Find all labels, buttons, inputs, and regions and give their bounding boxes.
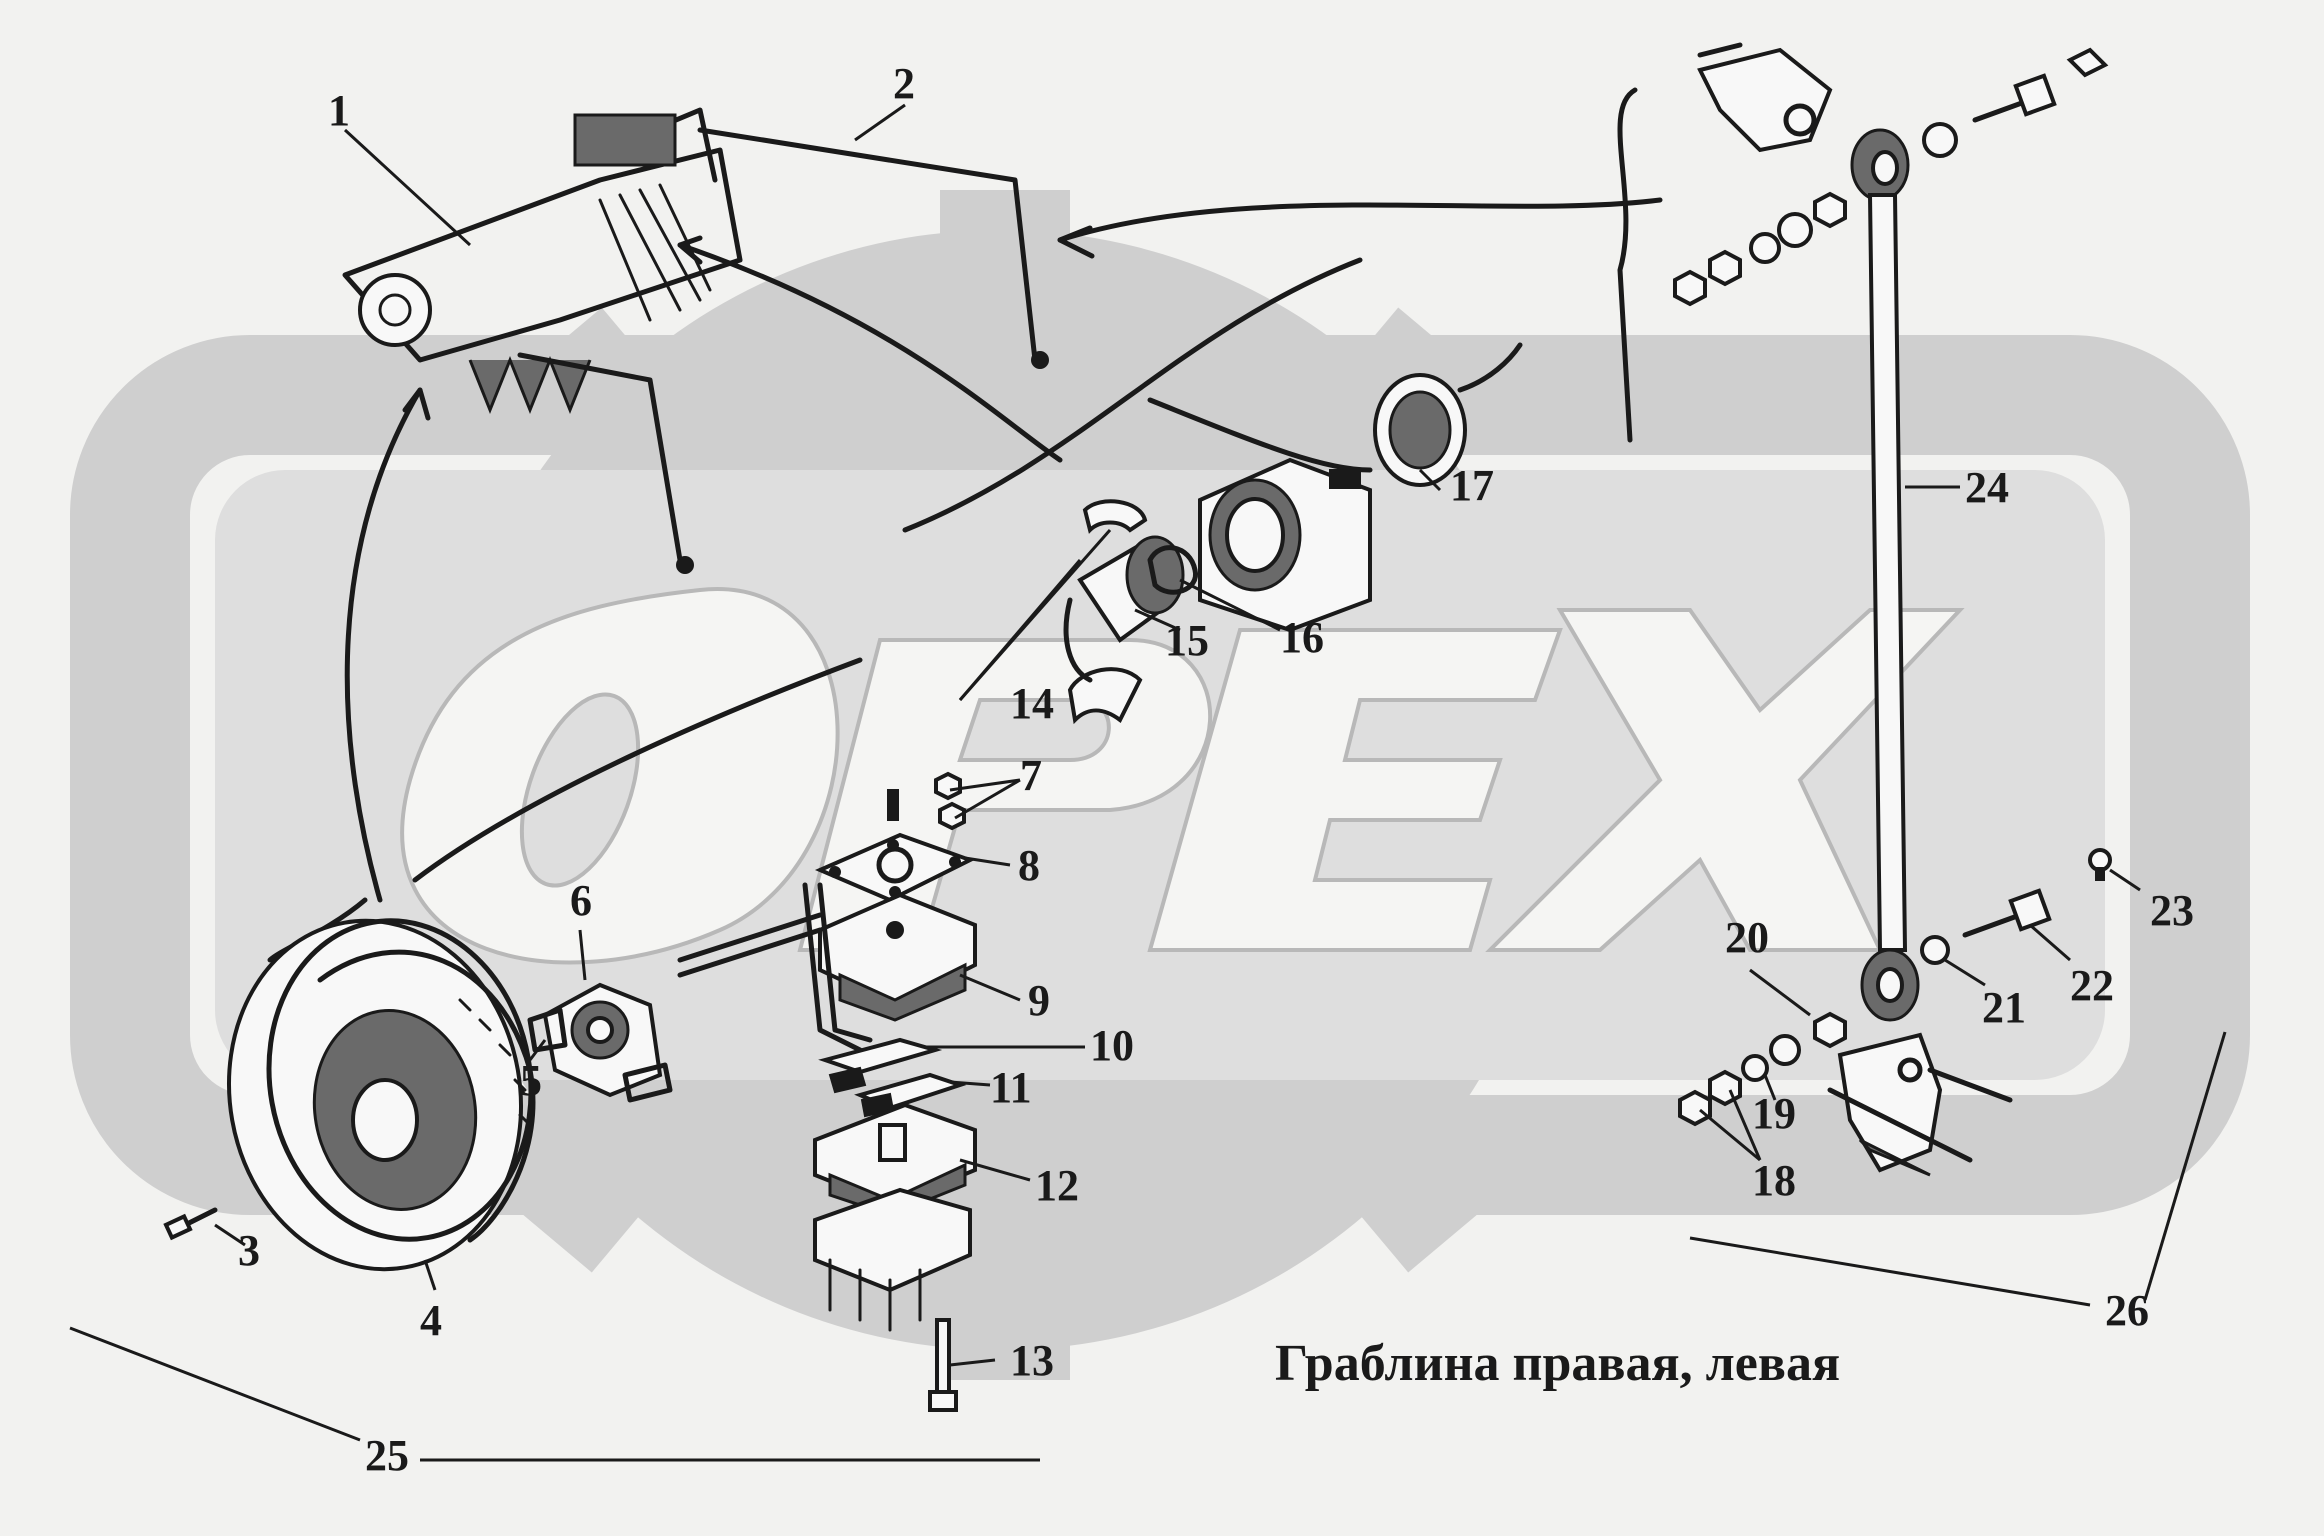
shaft-crank bbox=[677, 882, 873, 1053]
lower-bracket bbox=[1827, 1032, 2013, 1177]
leader-lines bbox=[69, 103, 2227, 1462]
part-4-drum bbox=[227, 918, 536, 1272]
part-9-clamp-block bbox=[818, 892, 977, 1022]
callout-22: 22 bbox=[2070, 961, 2114, 1010]
callout-23: 23 bbox=[2150, 886, 2194, 935]
part-17-gear bbox=[1147, 342, 1523, 487]
callout-2: 2 bbox=[893, 59, 915, 108]
callout-6: 6 bbox=[570, 876, 592, 925]
part-18-19-20-nuts-washers bbox=[1678, 1011, 1847, 1127]
callout-7: 7 bbox=[1020, 751, 1042, 800]
callout-20: 20 bbox=[1725, 913, 1769, 962]
watermark-frame bbox=[70, 335, 2250, 1215]
part-12-lower-clamp bbox=[813, 1102, 977, 1332]
callout-19: 19 bbox=[1752, 1089, 1796, 1138]
rake-head-assembly bbox=[342, 107, 1049, 574]
diagram-title: Граблина правая, левая bbox=[1275, 1335, 1840, 1392]
callout-5: 5 bbox=[520, 1056, 542, 1105]
top-bracket bbox=[1697, 42, 1833, 153]
callout-25: 25 bbox=[365, 1431, 409, 1480]
callout-13: 13 bbox=[1010, 1336, 1054, 1385]
callout-11: 11 bbox=[990, 1063, 1032, 1112]
callout-24: 24 bbox=[1965, 463, 2009, 512]
callout-12: 12 bbox=[1035, 1161, 1079, 1210]
callout-17: 17 bbox=[1450, 461, 1494, 510]
part-16-housing bbox=[1147, 457, 1372, 633]
callout-26: 26 bbox=[2105, 1286, 2149, 1335]
part-13-bolt bbox=[928, 1318, 958, 1412]
assembly-arrows bbox=[267, 87, 1663, 963]
part-21-22-bolt-washer bbox=[1920, 888, 2052, 965]
callout-15: 15 bbox=[1165, 616, 1209, 665]
callout-8: 8 bbox=[1018, 841, 1040, 890]
callout-9: 9 bbox=[1028, 976, 1050, 1025]
callout-10: 10 bbox=[1090, 1021, 1134, 1070]
callout-1: 1 bbox=[328, 86, 350, 135]
callout-16: 16 bbox=[1280, 613, 1324, 662]
callout-4: 4 bbox=[420, 1296, 442, 1345]
part-7-nuts bbox=[887, 771, 966, 831]
part-3-pin bbox=[163, 1207, 218, 1241]
callout-18: 18 bbox=[1752, 1156, 1796, 1205]
part-24-connecting-rod bbox=[1850, 128, 1920, 1022]
part-10-11-shims bbox=[818, 1037, 967, 1118]
callout-labels: 1 2 3 4 5 6 7 8 9 10 11 12 13 14 15 16 1… bbox=[238, 59, 2194, 1480]
part-23-grease-fitting bbox=[2088, 848, 2112, 881]
callout-14: 14 bbox=[1010, 679, 1054, 728]
part-5-6-bearing bbox=[527, 982, 673, 1103]
callout-21: 21 bbox=[1982, 983, 2026, 1032]
top-fasteners bbox=[1673, 47, 2109, 307]
callout-3: 3 bbox=[238, 1226, 260, 1275]
